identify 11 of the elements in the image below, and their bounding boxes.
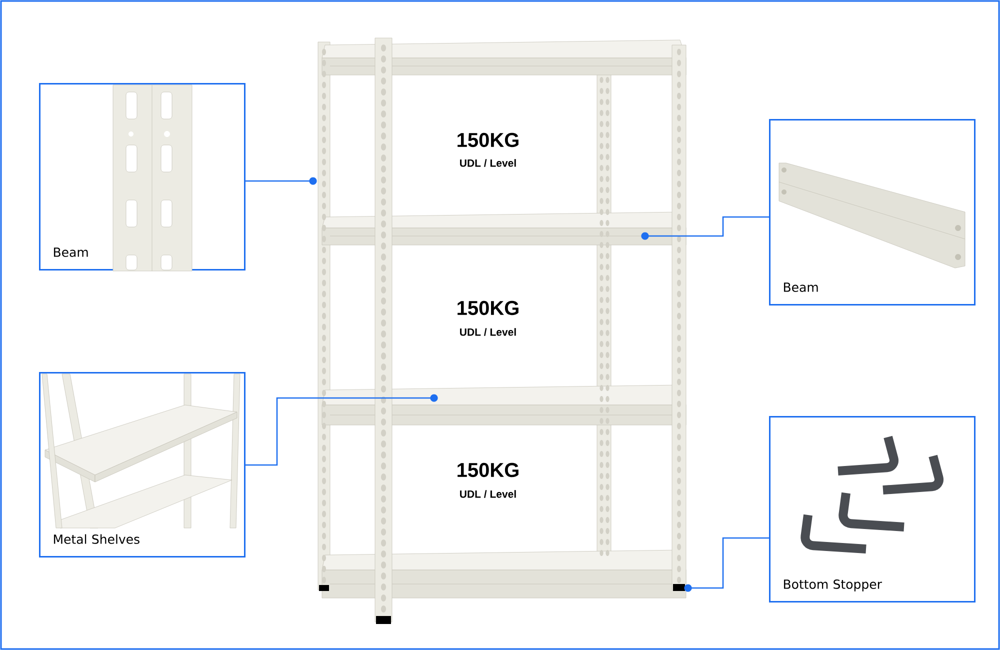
- leader-line: [641, 216, 769, 240]
- load-rating: 150KG: [458, 132, 518, 148]
- callout-box: Bottom Stopper: [769, 416, 976, 602]
- load-rating: 150KG: [458, 300, 518, 316]
- load-rating: 150KG: [458, 462, 518, 478]
- load-unit: UDL / Level: [460, 159, 516, 167]
- leader-line: [684, 537, 769, 592]
- load-unit: UDL / Level: [460, 490, 516, 498]
- leader-line: [246, 394, 438, 466]
- load-unit: UDL / Level: [460, 328, 516, 336]
- leader-line: [246, 177, 317, 185]
